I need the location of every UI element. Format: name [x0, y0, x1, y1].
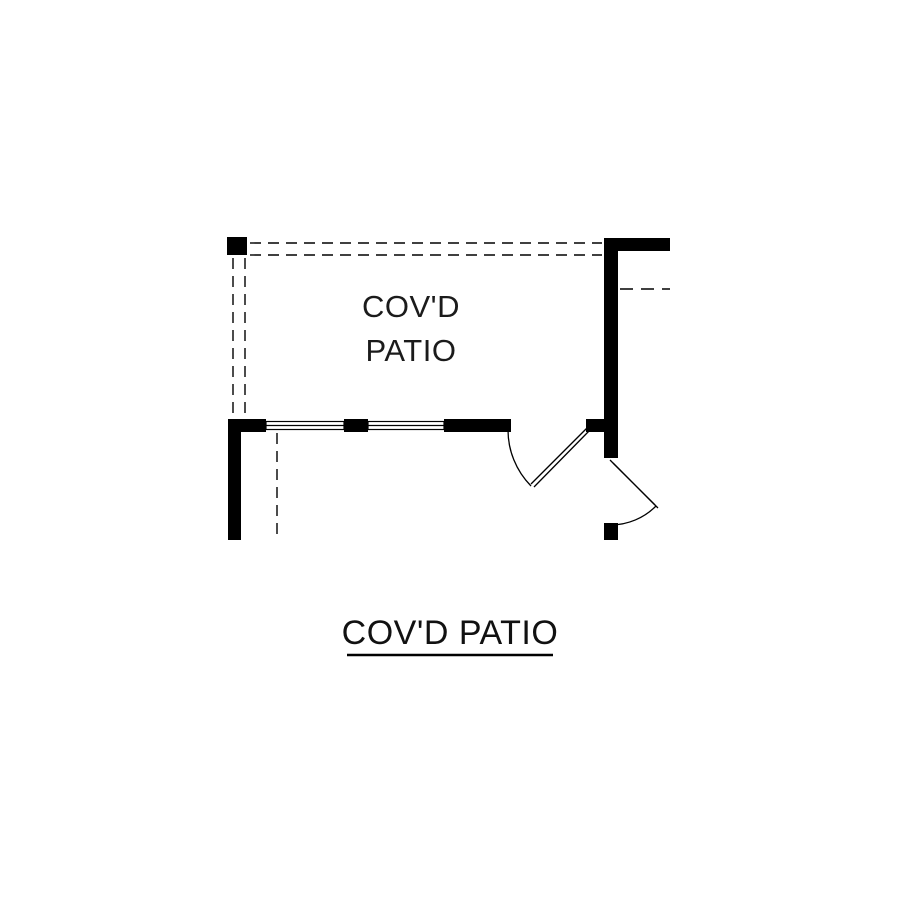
wall-right-vertical — [604, 238, 618, 458]
door-2-swing-arc — [610, 505, 657, 526]
room-label-line1: COV'D — [362, 289, 460, 324]
wall-bottom-segment-middle — [344, 419, 368, 432]
plan-title: COV'D PATIO — [342, 614, 559, 652]
wall-bottom-segment-right — [444, 419, 511, 432]
wall-door-hinge-stub — [586, 419, 604, 432]
door-swing-bottom — [507, 426, 591, 488]
patio-roof-dashed-outline — [232, 242, 670, 540]
door-swing-right — [609, 459, 659, 526]
wall-top-right-horizontal — [618, 238, 670, 251]
door-1-leaf-edge-outer — [530, 426, 589, 485]
windows — [265, 420, 445, 431]
wall-left-lower-vertical — [228, 419, 241, 540]
door-1-swing-arc — [507, 428, 532, 487]
door-post-bottom-right — [604, 523, 618, 540]
corner-post-top-left — [227, 237, 247, 255]
door-1-leaf-edge-inner — [533, 429, 591, 488]
walls — [227, 237, 670, 540]
room-label-line2: PATIO — [366, 333, 457, 368]
door-2-leaf-edge-inner — [612, 462, 659, 509]
